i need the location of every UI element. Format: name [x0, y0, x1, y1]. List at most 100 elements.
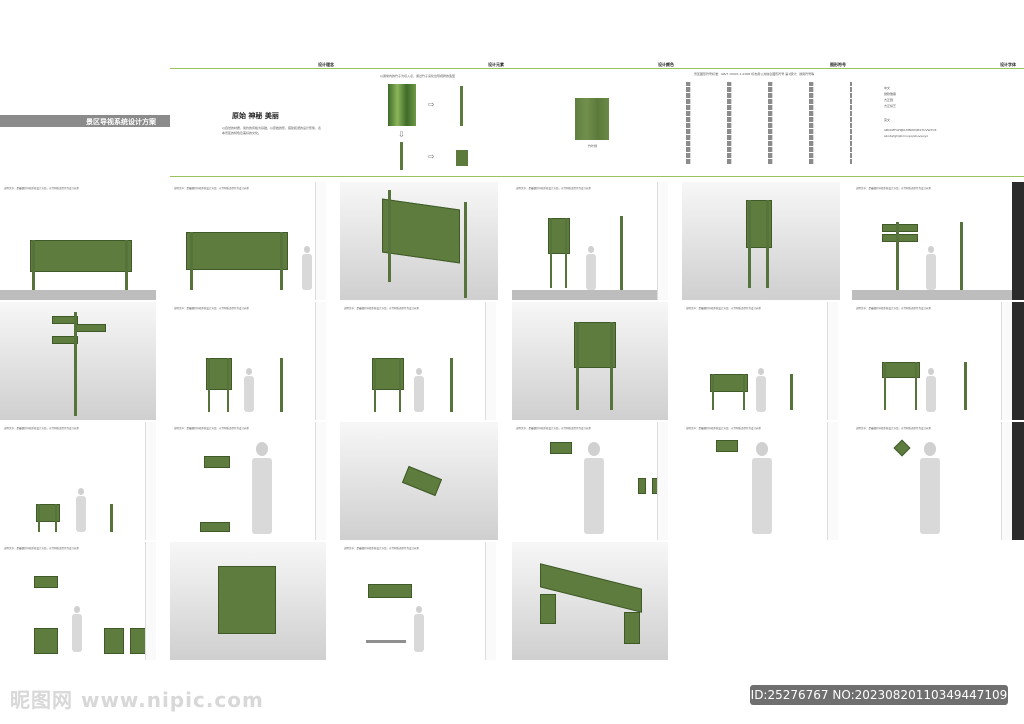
- panel-r2c2: 说明文字：是最细的导视系统设计方案，以竹材质造型作为设计元素: [170, 302, 326, 420]
- font-line-3: 方正圆: [884, 98, 894, 102]
- symbol-grid: [686, 82, 852, 164]
- person-figure: [758, 368, 764, 375]
- panel-note: 说明文字：是最细的导视系统设计方案，以竹材质造型作为设计元素: [856, 307, 932, 310]
- person-figure: [586, 254, 596, 290]
- sign-post: [896, 222, 899, 290]
- spec-column: [485, 542, 496, 660]
- bamboo-photo: [388, 84, 416, 126]
- person-figure: [414, 614, 424, 652]
- panel-r4c1: 说明文字：是最细的导视系统设计方案，以竹材质造型作为设计元素: [0, 542, 156, 660]
- sign-post: [110, 504, 113, 532]
- sign-post: [374, 358, 376, 412]
- arrow-down-icon: ⇩: [398, 130, 405, 139]
- sign-post: [450, 358, 453, 412]
- panel-r1c4: 说明文字：是最细的导视系统设计方案，以竹材质造型作为设计元素: [512, 182, 668, 300]
- spec-column: [657, 422, 668, 540]
- bin-front: [34, 628, 58, 654]
- concept-label: 设计理念: [318, 62, 334, 67]
- sign-board: [372, 358, 404, 390]
- sign-post: [610, 322, 613, 410]
- person-figure: [926, 254, 936, 290]
- title-bar: [0, 115, 170, 127]
- bench-seat: [366, 640, 406, 643]
- color-label: 设计颜色: [658, 62, 674, 67]
- ground: [512, 290, 668, 300]
- sign-post: [960, 222, 963, 290]
- sign-plaque: [200, 522, 230, 532]
- watermark-logo: 昵图网 www.nipic.com: [10, 688, 264, 712]
- trash-bin-3d: [218, 566, 276, 634]
- dark-edge: [1012, 182, 1024, 300]
- panel-r2c5: 说明文字：是最细的导视系统设计方案，以竹材质造型作为设计元素: [682, 302, 838, 420]
- sign-board: [36, 504, 60, 522]
- panel-r4c2: [170, 542, 326, 660]
- spec-column: [827, 422, 838, 540]
- person-figure: [72, 614, 82, 652]
- sign-post: [464, 202, 467, 298]
- sign-post: [884, 362, 886, 410]
- arrow-right-icon: ⇨: [428, 100, 435, 109]
- sign-board: [548, 218, 570, 254]
- sign-post: [55, 504, 57, 532]
- footer-divider: [170, 176, 1024, 177]
- sign-board: [30, 240, 132, 272]
- concept-section: [170, 60, 343, 178]
- sign-post: [743, 374, 745, 410]
- person-figure: [304, 246, 310, 253]
- bin-side: [104, 628, 124, 654]
- panel-note: 说明文字：是最细的导视系统设计方案，以竹材质造型作为设计元素: [4, 547, 80, 550]
- panel-note: 说明文字：是最细的导视系统设计方案，以竹材质造型作为设计元素: [174, 427, 250, 430]
- sign-post: [620, 216, 623, 290]
- sign-plaque: [638, 478, 646, 494]
- person-figure: [256, 442, 268, 456]
- panel-r1c2: 说明文字：是最细的导视系统设计方案，以竹材质造型作为设计元素: [170, 182, 326, 300]
- spec-column: [1001, 422, 1012, 540]
- bamboo-board: [456, 150, 468, 166]
- person-figure: [920, 458, 940, 534]
- sign-plaque: [204, 456, 230, 468]
- sign-arrow: [76, 324, 106, 332]
- panel-note: 说明文字：是最细的导视系统设计方案，以竹材质造型作为设计元素: [686, 307, 762, 310]
- sign-plaque: [550, 442, 572, 454]
- panel-note: 说明文字：是最细的导视系统设计方案，以竹材质造型作为设计元素: [856, 187, 932, 190]
- panel-r3c5: 说明文字：是最细的导视系统设计方案，以竹材质造型作为设计元素: [682, 422, 838, 540]
- sign-post: [190, 232, 193, 290]
- panel-note: 说明文字：是最细的导视系统设计方案，以竹材质造型作为设计元素: [856, 427, 932, 430]
- font-section: [854, 60, 1024, 178]
- panel-r2c1: [0, 302, 156, 420]
- spec-column: [145, 422, 156, 540]
- person-figure: [752, 458, 772, 534]
- person-figure: [926, 376, 936, 412]
- sign-arrow: [882, 234, 918, 242]
- spec-column: [315, 182, 326, 300]
- person-figure: [74, 606, 80, 613]
- sign-board: [882, 362, 920, 378]
- bench-leg: [624, 612, 640, 644]
- sign-plaque-3d: [401, 465, 443, 497]
- bamboo-stem-1: [460, 86, 463, 126]
- sign-leaf: [893, 439, 911, 457]
- panel-r1c6: 说明文字：是最细的导视系统设计方案，以竹材质造型作为设计元素: [852, 182, 1012, 300]
- sign-board-3d: [382, 198, 460, 264]
- person-figure: [414, 376, 424, 412]
- dark-edge: [1012, 422, 1024, 540]
- bench-leg: [540, 594, 556, 624]
- sign-post: [748, 200, 751, 288]
- person-figure: [588, 246, 594, 253]
- spec-column: [315, 422, 326, 540]
- sign-post: [399, 358, 401, 412]
- person-figure: [756, 376, 766, 412]
- panel-note: 说明文字：是最细的导视系统设计方案，以竹材质造型作为设计元素: [4, 427, 80, 430]
- panel-r3c1: 说明文字：是最细的导视系统设计方案，以竹材质造型作为设计元素: [0, 422, 156, 540]
- sign-post: [227, 358, 229, 412]
- sign-post: [388, 190, 391, 282]
- ground: [852, 290, 1012, 300]
- person-figure: [244, 376, 254, 412]
- bin-front: [34, 576, 58, 588]
- panel-r1c5: [682, 182, 840, 300]
- color-swatch: [575, 98, 609, 140]
- font-label: 设计字体: [1000, 62, 1016, 67]
- font-line-4: 方正综艺: [884, 104, 897, 108]
- panel-r3c3: [340, 422, 498, 540]
- panel-r1c3: [340, 182, 498, 300]
